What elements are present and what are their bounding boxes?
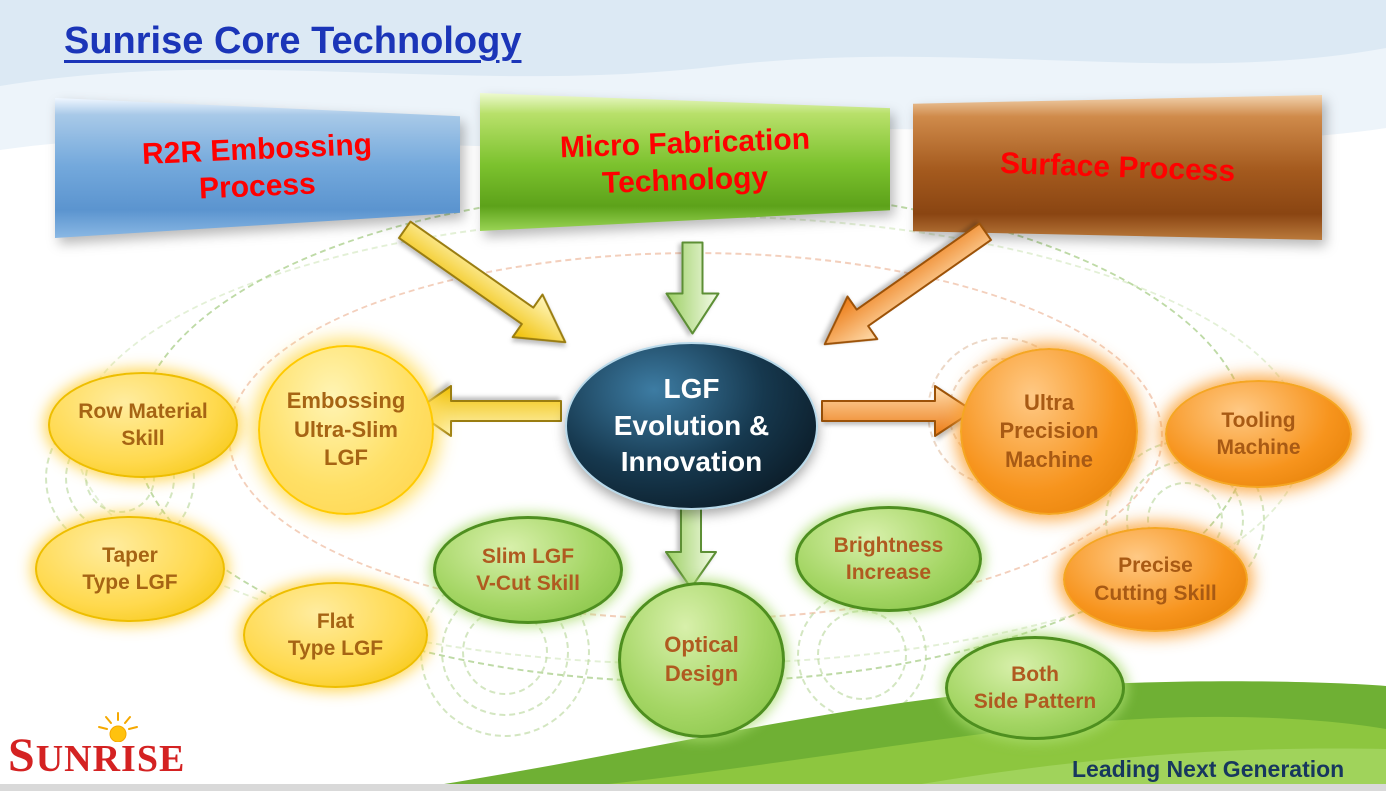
node-label-line: Tooling: [1221, 408, 1296, 432]
node-label-line: Skill: [121, 427, 165, 450]
node-label-line: Side Pattern: [973, 690, 1097, 713]
node-label-line: Cutting Skill: [1094, 581, 1217, 605]
arrow-center-to-right: [821, 385, 974, 437]
node-label-line: V-Cut Skill: [476, 572, 580, 595]
arrow-micro-to-center: [665, 241, 720, 335]
node-label-line: Machine: [1004, 446, 1094, 472]
node-label-line: Flat: [316, 609, 355, 633]
node-label-line: LGF: [663, 373, 720, 405]
node-label-line: Both: [1011, 662, 1059, 686]
node-label-line: Ultra-Slim: [294, 416, 398, 442]
node-precise-cutting-skill: Precise Cutting Skill: [1063, 527, 1248, 632]
arrow-surface-to-center: [823, 222, 993, 346]
banner-surface-process: Surface Process: [913, 95, 1322, 240]
node-label-line: Slim LGF: [481, 544, 575, 568]
node-brightness-increase: Brightness Increase: [795, 506, 982, 612]
node-label-line: Type LGF: [82, 571, 178, 594]
banner-label-line: R2R Embossing: [141, 127, 374, 171]
node-taper-type-lgf: Taper Type LGF: [35, 516, 225, 622]
slide-bottom-edge: [0, 784, 1386, 791]
node-slim-lgf-v-cut-skill: Slim LGF V-Cut Skill: [433, 516, 623, 624]
node-label-line: Innovation: [620, 446, 763, 478]
node-embossing-ultra-slim-lgf: Embossing Ultra-Slim LGF: [258, 345, 434, 515]
node-label-line: Ultra: [1023, 389, 1075, 415]
hills-graphic: [400, 681, 1386, 791]
banner-label-line: Micro Fabrication: [559, 122, 811, 164]
banner-label-line: Process: [198, 167, 317, 206]
node-label-line: Precision: [999, 418, 1099, 444]
logo-text: SUNRISE: [8, 729, 186, 782]
arrow-center-to-optical: [665, 503, 717, 589]
node-label-line: Taper: [102, 543, 158, 567]
node-label-line: Embossing: [286, 388, 406, 414]
arrow-center-to-left: [414, 385, 562, 437]
node-lgf-evolution-innovation: LGF Evolution & Innovation: [565, 342, 818, 510]
banner-label-line: Surface Process: [999, 146, 1236, 188]
node-row-material-skill: Row Material Skill: [48, 372, 238, 478]
node-label-line: LGF: [324, 445, 368, 471]
node-both-side-pattern: Both Side Pattern: [945, 636, 1125, 740]
banner-r2r-embossing-process: R2R Embossing Process: [55, 98, 460, 238]
arrow-r2r-to-center: [397, 220, 567, 344]
node-tooling-machine: Tooling Machine: [1165, 380, 1352, 488]
node-label-line: Row Material: [78, 399, 208, 423]
node-label-line: Machine: [1216, 436, 1301, 459]
node-flat-type-lgf: Flat Type LGF: [243, 582, 428, 688]
sunrise-logo: SUNRISE: [8, 712, 186, 783]
banner-micro-fabrication-technology: Micro Fabrication Technology: [480, 93, 890, 231]
node-label-line: Evolution &: [613, 409, 770, 441]
node-label-line: Optical: [664, 632, 739, 658]
banner-label-line: Technology: [601, 161, 769, 200]
node-label-line: Brightness: [833, 533, 944, 557]
node-optical-design: Optical Design: [618, 582, 785, 738]
node-label-line: Type LGF: [287, 637, 384, 660]
dashed-ring-decoration: [817, 610, 907, 700]
node-label-line: Design: [664, 661, 739, 686]
node-ultra-precision-machine: Ultra Precision Machine: [960, 348, 1138, 515]
node-label-line: Precise: [1118, 554, 1193, 578]
page-title: Sunrise Core Technology: [64, 20, 522, 62]
node-label-line: Increase: [845, 561, 932, 584]
sun-icon: [98, 712, 138, 742]
